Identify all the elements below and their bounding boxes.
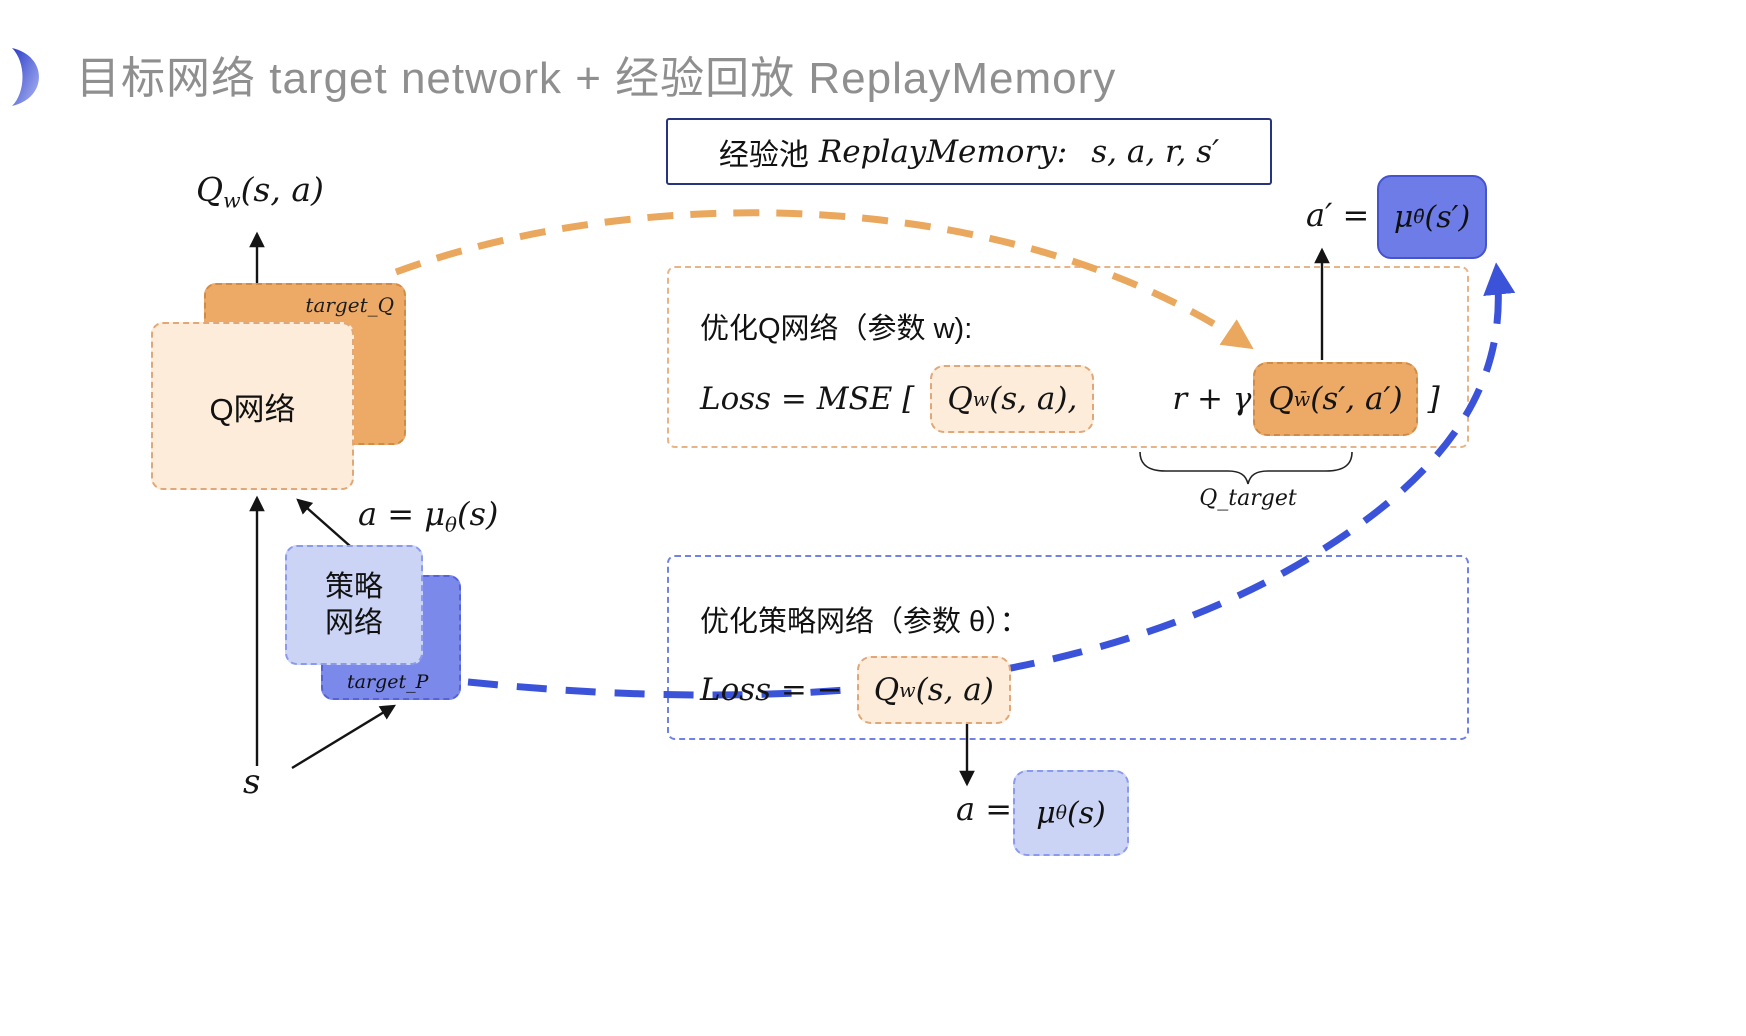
policy-network-label-line2: 网络 [324, 607, 383, 639]
q-output-label: Qw(s, a) [196, 170, 324, 213]
state-label: s [243, 762, 261, 802]
policy-opt-heading: 优化策略网络（参数 θ）： [700, 606, 1029, 638]
policy-network-label-line1: 策略 [324, 570, 383, 603]
action-equation-label: a = μθ(s) [358, 495, 499, 537]
replay-memory-label-en: ReplayMemory: [818, 133, 1068, 170]
q-network-label: Q网络 [209, 391, 296, 427]
q-target-brace [1139, 451, 1353, 485]
replay-memory-vars: s, a, r, s′ [1091, 133, 1220, 170]
target-q-label: target_Q [305, 293, 394, 317]
policy-network-box: 策略 网络 [285, 545, 423, 665]
replay-memory-box: 经验池 ReplayMemory: s, a, r, s′ [666, 118, 1272, 185]
action-to-qnet-arrow [296, 498, 351, 547]
policy-loss-prefix: Loss = − [700, 672, 843, 708]
q-target-pre: r + γ [1172, 381, 1252, 417]
q-network-box: Q网络 [151, 322, 354, 490]
target-policy-label: target_P [347, 671, 429, 693]
a-prime-label: a′ = [1306, 196, 1370, 234]
q-target-brace-label: Q_target [1199, 486, 1297, 511]
replay-memory-label-cn: 经验池 [718, 138, 809, 172]
q-loss-suffix: ] [1427, 381, 1440, 417]
q-loss-prefix: Loss = MSE [ [700, 381, 915, 417]
q-opt-heading: 优化Q网络（参数 w): [700, 313, 973, 345]
a-output-label: a = [956, 790, 1013, 828]
page-title: 目标网络 target network + 经验回放 ReplayMemory [76, 54, 1117, 103]
title-bullet-icon [12, 48, 39, 106]
state-to-policy-arrow [291, 704, 396, 770]
